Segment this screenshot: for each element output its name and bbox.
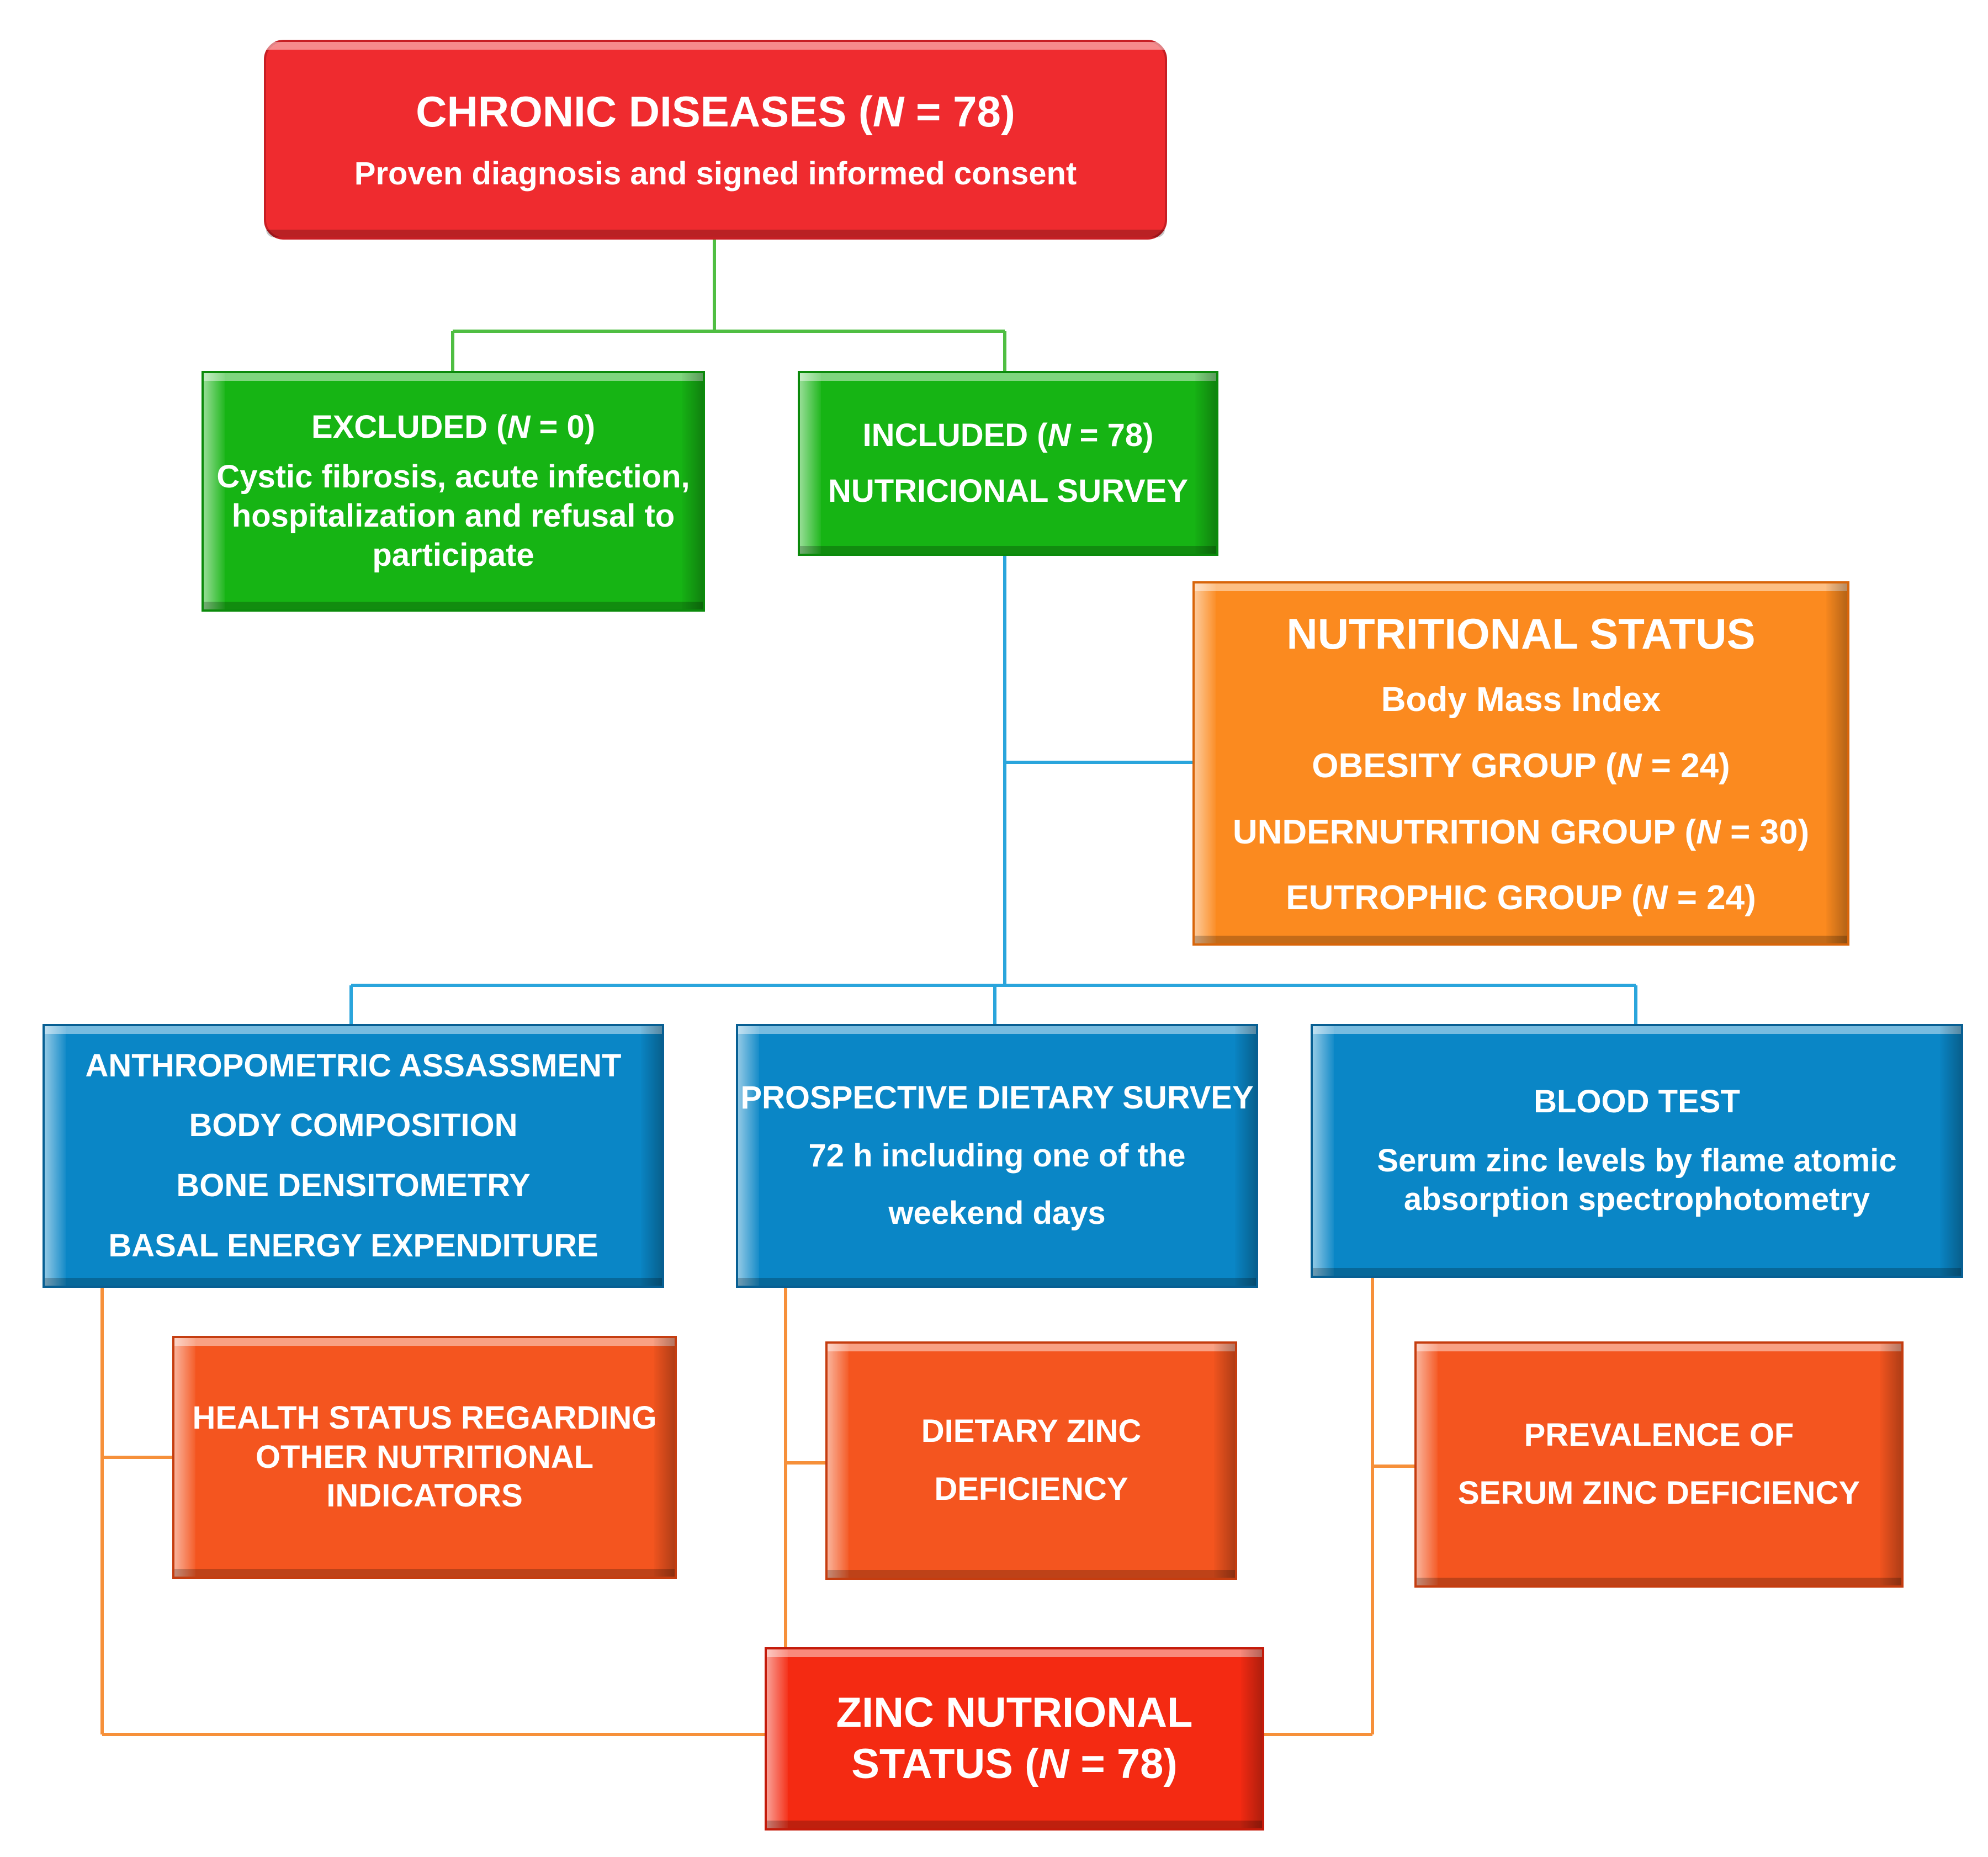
dietary-survey-line: PROSPECTIVE DIETARY SURVEY xyxy=(740,1079,1254,1116)
dietary-zinc-box: DIETARY ZINC DEFICIENCY xyxy=(825,1341,1237,1580)
group-eutrophic: EUTROPHIC GROUP (N = 24) xyxy=(1286,879,1756,917)
dietary-survey-box: PROSPECTIVE DIETARY SURVEY 72 h includin… xyxy=(736,1024,1258,1288)
included-box: INCLUDED (N = 78) NUTRICIONAL SURVEY xyxy=(798,371,1218,556)
nutritional-status-title: NUTRITIONAL STATUS xyxy=(1286,609,1756,659)
excluded-title: EXCLUDED (N = 0) xyxy=(311,408,596,445)
excluded-detail-line: participate xyxy=(372,537,534,573)
excluded-detail-line: Cystic fibrosis, acute infection, xyxy=(216,459,690,495)
chronic-diseases-subtitle: Proven diagnosis and signed informed con… xyxy=(354,156,1077,192)
excluded-detail-line: hospitalization and refusal to xyxy=(231,498,675,534)
dietary-zinc-line: DEFICIENCY xyxy=(934,1471,1128,1507)
prevalence-box: PREVALENCE OF SERUM ZINC DEFICIENCY xyxy=(1414,1341,1904,1588)
blood-test-detail-line: absorption spectrophotometry xyxy=(1403,1181,1870,1218)
green-connectors xyxy=(451,240,1006,371)
health-status-line: HEALTH STATUS REGARDING xyxy=(192,1399,657,1436)
zinc-status-line: ZINC NUTRIONAL xyxy=(836,1689,1193,1737)
body-mass-index-label: Body Mass Index xyxy=(1381,681,1661,719)
zinc-status-line: STATUS (N = 78) xyxy=(851,1741,1178,1787)
included-title: INCLUDED (N = 78) xyxy=(862,417,1154,453)
anthropometric-line: BASAL ENERGY EXPENDITURE xyxy=(108,1227,598,1264)
anthropometric-line: ANTHROPOMETRIC ASSASSMENT xyxy=(85,1047,622,1084)
dietary-survey-line: weekend days xyxy=(888,1195,1106,1232)
prevalence-line: PREVALENCE OF xyxy=(1524,1417,1794,1453)
blue-connectors xyxy=(349,556,1637,1024)
orange-connectors xyxy=(100,1278,1414,1736)
dietary-survey-line: 72 h including one of the xyxy=(808,1137,1186,1174)
included-subtitle: NUTRICIONAL SURVEY xyxy=(828,473,1189,509)
prevalence-line: SERUM ZINC DEFICIENCY xyxy=(1457,1475,1860,1511)
nutritional-status-box: NUTRITIONAL STATUS Body Mass Index OBESI… xyxy=(1192,581,1849,946)
health-status-line: OTHER NUTRITIONAL xyxy=(255,1439,594,1475)
health-status-box: HEALTH STATUS REGARDING OTHER NUTRITIONA… xyxy=(172,1336,677,1579)
zinc-status-box: ZINC NUTRIONAL STATUS (N = 78) xyxy=(765,1647,1264,1831)
anthropometric-line: BONE DENSITOMETRY xyxy=(176,1168,531,1203)
blood-test-box: BLOOD TEST Serum zinc levels by flame at… xyxy=(1311,1024,1963,1278)
health-status-line: INDICATORS xyxy=(326,1478,523,1514)
dietary-zinc-line: DIETARY ZINC xyxy=(921,1413,1142,1450)
group-undernutrition: UNDERNUTRITION GROUP (N = 30) xyxy=(1232,813,1810,851)
group-obesity: OBESITY GROUP (N = 24) xyxy=(1312,746,1730,785)
chronic-diseases-box: CHRONIC DISEASES (N = 78) Proven diagnos… xyxy=(264,40,1167,240)
anthropometric-line: BODY COMPOSITION xyxy=(189,1107,518,1144)
blood-test-title: BLOOD TEST xyxy=(1534,1083,1740,1119)
blood-test-detail-line: Serum zinc levels by flame atomic xyxy=(1377,1142,1897,1179)
excluded-box: EXCLUDED (N = 0) Cystic fibrosis, acute … xyxy=(202,371,705,612)
anthropometric-box: ANTHROPOMETRIC ASSASSMENT BODY COMPOSITI… xyxy=(43,1024,664,1288)
chronic-diseases-title: CHRONIC DISEASES (N = 78) xyxy=(416,87,1015,136)
